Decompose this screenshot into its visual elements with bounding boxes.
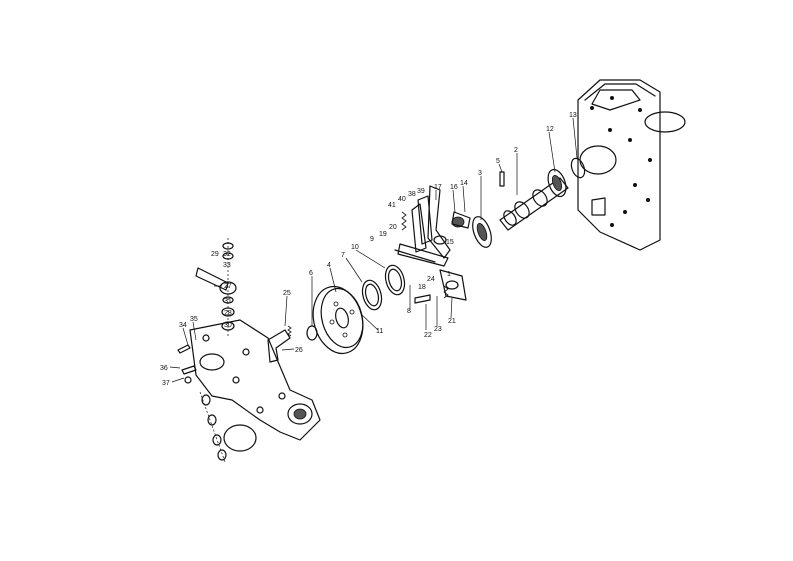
callout-11: 11 xyxy=(376,328,383,335)
callout-29: 29 xyxy=(211,251,219,258)
callout-8: 8 xyxy=(407,308,411,315)
timing-cover xyxy=(189,319,321,441)
cover-bolts xyxy=(199,391,227,463)
engine-block-housing xyxy=(577,79,686,251)
callout-labels: 1 2 3 4 5 6 7 8 9 10 11 12 13 14 15 16 1… xyxy=(160,112,577,387)
callout-13: 13 xyxy=(569,112,577,119)
callout-39: 39 xyxy=(417,188,425,195)
callout-23: 23 xyxy=(434,326,442,333)
callout-24: 24 xyxy=(427,276,435,283)
callout-33: 33 xyxy=(223,262,231,269)
callout-6: 6 xyxy=(309,270,313,277)
callout-10: 10 xyxy=(351,244,359,251)
callout-22: 22 xyxy=(424,332,432,339)
callout-18: 18 xyxy=(418,284,426,291)
callout-37: 37 xyxy=(162,380,170,387)
callout-2: 2 xyxy=(514,147,518,154)
callout-9: 9 xyxy=(370,236,374,243)
bolt-group-left xyxy=(177,344,197,384)
callout-12: 12 xyxy=(546,126,554,133)
callout-36: 36 xyxy=(160,365,168,372)
callout-7: 7 xyxy=(341,252,345,259)
callout-40: 40 xyxy=(398,196,406,203)
callout-32: 32 xyxy=(223,251,231,258)
callout-5: 5 xyxy=(496,158,500,165)
crankshaft-gear xyxy=(312,285,364,355)
callout-25: 25 xyxy=(283,290,291,297)
callout-20: 20 xyxy=(389,224,397,231)
leader-lines xyxy=(169,117,578,383)
callout-16: 16 xyxy=(450,184,458,191)
callout-4: 4 xyxy=(327,262,331,269)
callout-34: 34 xyxy=(179,322,187,329)
governor-lever-assembly xyxy=(394,185,471,267)
small-lever-25 xyxy=(267,325,292,363)
callout-35: 35 xyxy=(190,316,198,323)
callout-26: 26 xyxy=(295,347,303,354)
callout-17: 17 xyxy=(434,184,442,191)
callout-30: 30 xyxy=(224,322,232,329)
woodruff-key xyxy=(499,171,505,187)
camshaft xyxy=(499,177,569,231)
callout-38: 38 xyxy=(408,191,416,198)
callout-3: 3 xyxy=(478,170,482,177)
callout-19: 19 xyxy=(379,231,387,238)
callout-28: 28 xyxy=(224,310,232,317)
callout-1: 1 xyxy=(447,271,451,278)
callout-14: 14 xyxy=(460,180,468,187)
washer-stack xyxy=(221,238,235,338)
cover-plug xyxy=(223,424,257,452)
camshaft-bearing xyxy=(547,157,586,198)
seal-ring-10 xyxy=(384,264,406,296)
callout-21: 21 xyxy=(448,318,456,325)
circlip-6 xyxy=(306,325,318,341)
callout-31: 31 xyxy=(224,298,232,305)
callout-41: 41 xyxy=(388,202,396,209)
camshaft-gear xyxy=(472,216,492,248)
callout-27: 27 xyxy=(224,283,232,290)
callout-15: 15 xyxy=(446,239,454,246)
seal-ring-7 xyxy=(361,279,383,311)
pivot-lever xyxy=(195,267,237,295)
governor-shaft-parts xyxy=(414,269,467,304)
